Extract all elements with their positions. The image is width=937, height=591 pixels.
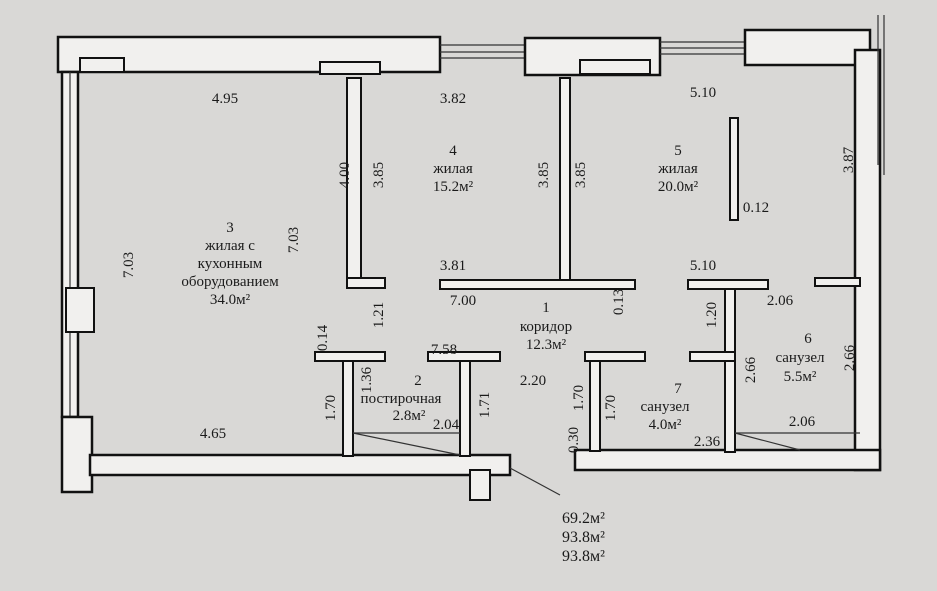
dimension-label: 1.70 [571, 385, 587, 411]
room-6-number: 6 [804, 331, 812, 347]
dimension-label: 1.21 [371, 302, 387, 328]
dimension-label: 1.36 [359, 366, 375, 393]
dimension-label: 2.20 [520, 373, 546, 389]
dimension-label: 7.03 [121, 252, 137, 278]
room-5-area: 20.0м² [658, 179, 699, 195]
dimension-label: 3.85 [573, 162, 589, 188]
dimension-label: 4.65 [200, 426, 226, 442]
room-2-area: 2.8м² [393, 408, 426, 424]
dimension-label: 5.10 [690, 85, 716, 101]
room-1-name: коридор [520, 319, 572, 335]
dimension-label: 7.00 [450, 293, 476, 309]
dimension-label: 0.12 [743, 200, 769, 216]
dimensions-horizontal: 4.95 3.82 5.10 3.81 7.00 5.10 2.06 7.58 … [200, 85, 816, 450]
dimension-label: 2.66 [743, 356, 759, 383]
dimension-label: 5.10 [690, 258, 716, 274]
dimension-label: 1.71 [477, 392, 493, 418]
room-4-area: 15.2м² [433, 179, 474, 195]
room-5-name: жилая [657, 161, 698, 177]
dimension-label: 2.36 [694, 434, 721, 450]
total-area: 93.8м² [562, 529, 605, 546]
dimension-label: 2.04 [433, 417, 460, 433]
dimension-label: 7.58 [431, 342, 457, 358]
dimension-label: 3.81 [440, 258, 466, 274]
room-4-name: жилая [432, 161, 473, 177]
dimensions-vertical: 4.00 3.85 7.03 7.03 3.85 3.85 3.87 1.21 … [121, 146, 858, 453]
living-area-total: 69.2м² [562, 510, 605, 527]
walls [56, 15, 885, 501]
room-6-name: санузел [775, 350, 825, 366]
dimension-label: 1.20 [704, 302, 720, 328]
dimension-label: 3.87 [841, 146, 857, 173]
total-area-with-balconies: 93.8м² [562, 548, 605, 565]
room-6-area: 5.5м² [784, 369, 817, 385]
room-7-name: санузел [640, 399, 690, 415]
dimension-label: 2.06 [767, 293, 794, 309]
room-2-name: постирочная [361, 391, 442, 407]
dimension-label: 4.95 [212, 91, 238, 107]
room-7-number: 7 [674, 381, 682, 397]
room-3-number: 3 [226, 220, 234, 236]
dimension-label: 0.30 [566, 427, 582, 453]
area-totals: 69.2м² 93.8м² 93.8м² [562, 510, 605, 565]
room-7-area: 4.0м² [649, 417, 682, 433]
dimension-label: 1.70 [603, 395, 619, 421]
dimension-label: 7.03 [286, 227, 302, 253]
dimension-label: 3.82 [440, 91, 466, 107]
dimension-label: 3.85 [371, 162, 387, 188]
room-1-area: 12.3м² [526, 337, 567, 353]
room-5-number: 5 [674, 143, 682, 159]
room-labels: 3 жилая с кухонным оборудованием 34.0м² … [181, 143, 825, 433]
dimension-label: 2.66 [842, 344, 858, 371]
dimension-label: 0.13 [611, 289, 627, 315]
room-1-number: 1 [542, 300, 550, 316]
room-3-name: кухонным [198, 256, 263, 272]
room-3-name: жилая с [204, 238, 255, 254]
dimension-label: 0.14 [315, 324, 331, 351]
room-3-name: оборудованием [181, 274, 279, 290]
room-2-number: 2 [414, 373, 422, 389]
dimension-label: 2.06 [789, 414, 816, 430]
room-4-number: 4 [449, 143, 457, 159]
dimension-label: 3.85 [536, 162, 552, 188]
dimension-label: 1.70 [323, 395, 339, 421]
dimension-label: 4.00 [337, 162, 353, 188]
room-3-area: 34.0м² [210, 292, 251, 308]
